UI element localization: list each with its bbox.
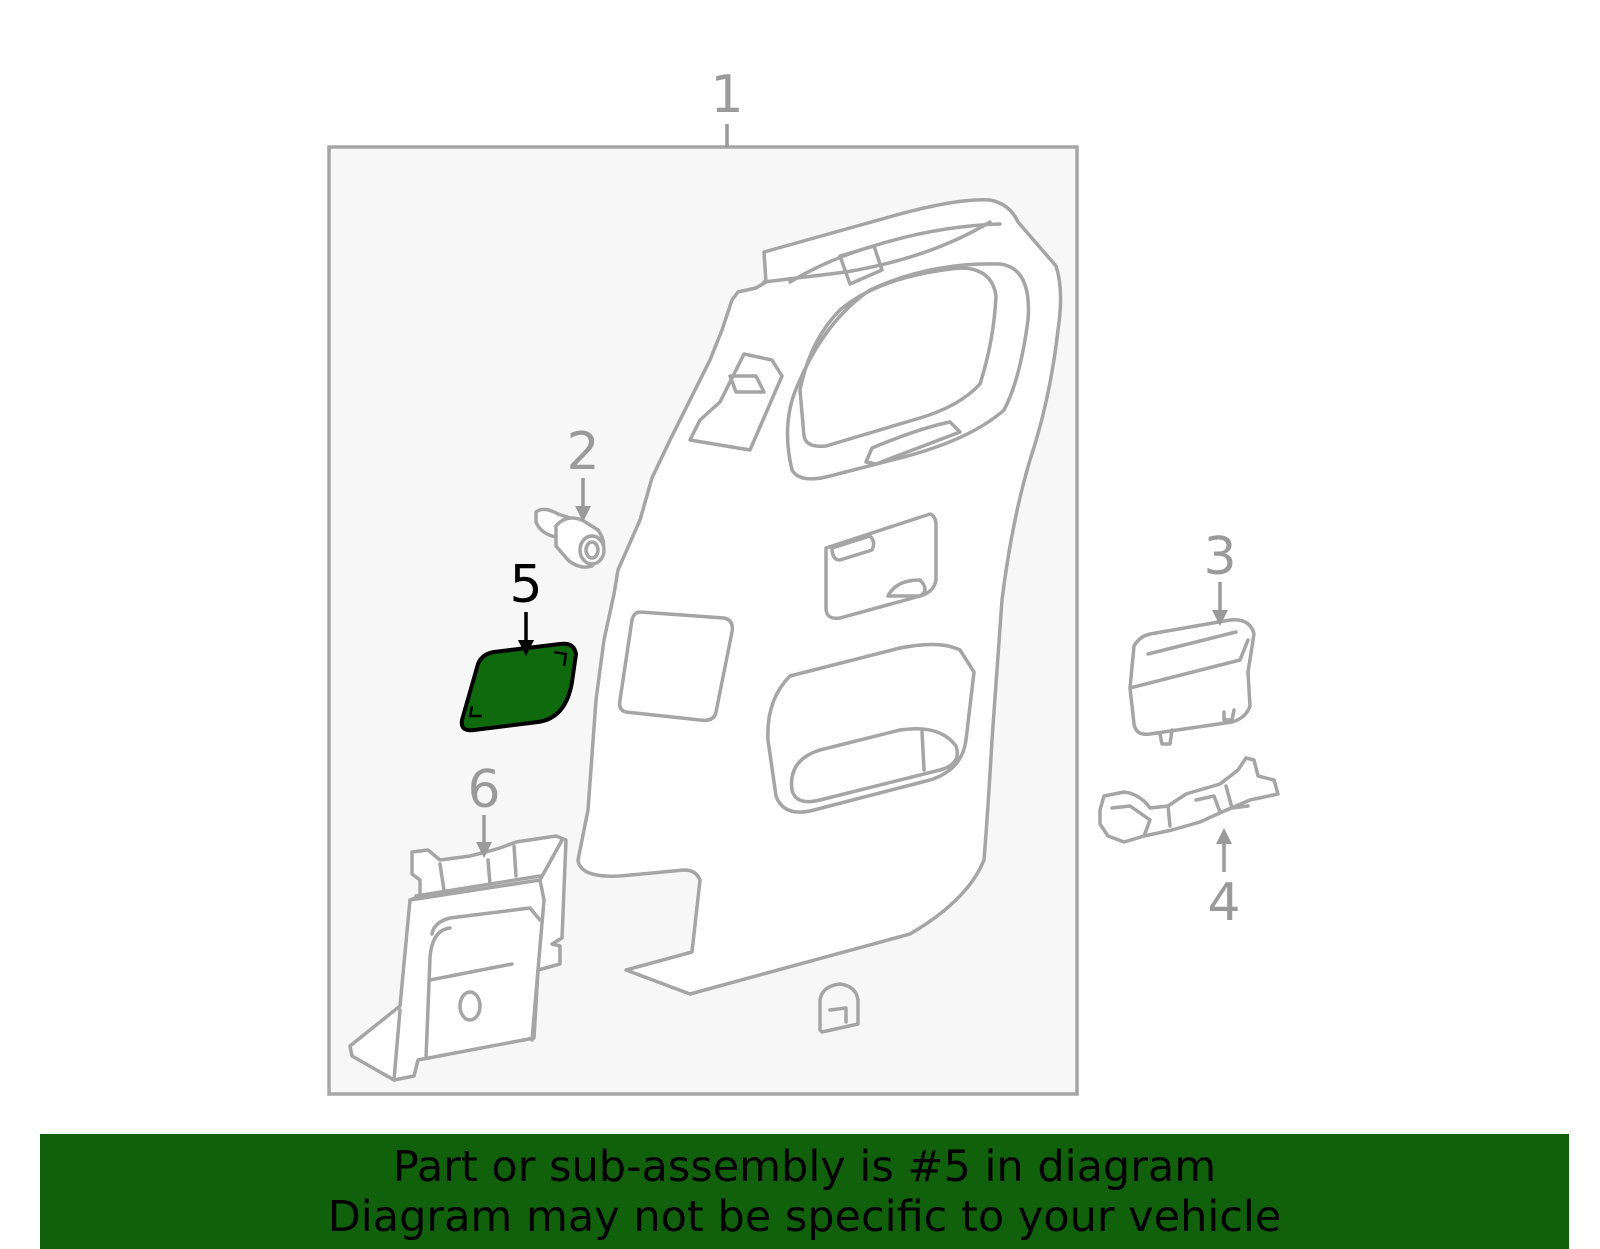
banner-line-1: Part or sub-assembly is #5 in diagram <box>392 1142 1217 1192</box>
arrow-5 <box>518 640 534 656</box>
callout-3-label: 3 <box>1203 527 1236 587</box>
arrow-4 <box>1216 828 1232 844</box>
info-banner: Part or sub-assembly is #5 in diagram Di… <box>40 1134 1569 1249</box>
callout-5[interactable]: 5 <box>509 555 543 656</box>
callout-5-label: 5 <box>509 555 542 615</box>
callout-6[interactable]: 6 <box>467 760 501 858</box>
callout-1-label: 1 <box>710 65 743 125</box>
part-3-storage-bin[interactable] <box>1128 618 1256 746</box>
part-5-trim-cap[interactable] <box>459 641 578 733</box>
callout-2[interactable]: 2 <box>566 422 600 522</box>
callout-6-label: 6 <box>467 760 500 820</box>
callout-3[interactable]: 3 <box>1203 527 1237 626</box>
parts-diagram: 1 2 3 4 5 6 <box>327 65 1280 1096</box>
part-4-bracket[interactable] <box>1098 756 1280 844</box>
part-2-push-clip[interactable] <box>534 507 606 569</box>
part-1-trim-panel[interactable] <box>576 198 1063 1034</box>
banner-line-2: Diagram may not be specific to your vehi… <box>327 1192 1282 1242</box>
callout-2-label: 2 <box>566 422 599 482</box>
arrow-6 <box>476 842 492 858</box>
arrow-3 <box>1212 610 1228 626</box>
callout-4[interactable]: 4 <box>1207 828 1241 933</box>
callout-1[interactable]: 1 <box>710 65 744 147</box>
arrow-2 <box>575 506 591 522</box>
part-6-lower-bracket[interactable] <box>348 834 568 1082</box>
callout-4-label: 4 <box>1207 873 1240 933</box>
